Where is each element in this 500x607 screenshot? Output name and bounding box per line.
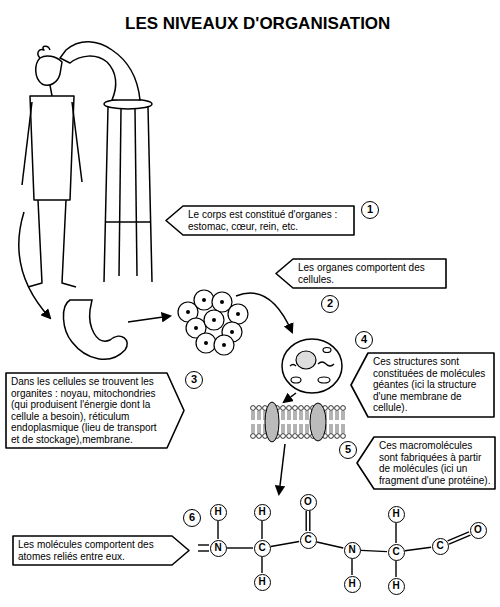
arrow-shape xyxy=(276,259,446,288)
atom-symbol: H xyxy=(344,576,361,593)
atom-symbol: O xyxy=(300,494,317,511)
chemical-bonds xyxy=(198,511,470,577)
bond-line xyxy=(261,521,262,539)
callout-number: 3 xyxy=(185,371,203,389)
arrow-shape xyxy=(357,437,495,489)
man-figure xyxy=(22,46,82,287)
bond-line xyxy=(395,561,396,577)
callout-arrow: Ces macromolécules sont fabriquées à par… xyxy=(356,436,496,490)
bond-line xyxy=(361,550,387,551)
bond-line xyxy=(227,547,253,548)
pouring-figure xyxy=(60,42,140,100)
callout-arrow: Dans les cellules se trouvent les organi… xyxy=(5,372,185,449)
bond-line xyxy=(261,557,262,573)
callout-text: Ces macromolécules sont fabriquées à par… xyxy=(356,436,496,490)
atom-symbol: C xyxy=(300,532,317,549)
atom-symbol: H xyxy=(254,574,271,591)
atom-symbol: H xyxy=(254,504,271,521)
flow-arrow xyxy=(19,212,296,494)
arrow-shape xyxy=(13,536,189,565)
callout-arrow: Le corps est constitué d'organes : estom… xyxy=(165,205,355,236)
arrow-shape xyxy=(351,353,494,417)
bond-line xyxy=(198,550,209,551)
callout-text: Ces structures sont constituées de moléc… xyxy=(350,352,495,418)
atom-symbol: N xyxy=(344,542,361,559)
bond-line xyxy=(217,521,218,539)
cell-membrane xyxy=(250,402,346,442)
callout-number: 4 xyxy=(355,331,373,349)
callout-arrow: Ces structures sont constituées de moléc… xyxy=(350,352,495,418)
callout-number: 1 xyxy=(361,201,379,219)
bond-line xyxy=(317,542,343,548)
atom-symbol: O xyxy=(470,522,487,539)
arrow-shape xyxy=(166,206,354,235)
bond-line xyxy=(198,544,209,545)
atom-symbol: N xyxy=(210,540,227,557)
atom-symbol: H xyxy=(388,578,405,595)
bond-line xyxy=(306,511,307,531)
atom-symbol: C xyxy=(388,544,405,561)
atom-symbol: H xyxy=(210,504,227,521)
bond-line xyxy=(309,511,310,531)
bond-line xyxy=(448,532,469,541)
bond-line xyxy=(351,559,352,575)
callout-text: Les molécules comportent des atomes reli… xyxy=(12,535,190,566)
callout-text: Dans les cellules se trouvent les organi… xyxy=(5,372,185,449)
cell-cluster xyxy=(178,290,248,355)
atom-symbol: C xyxy=(254,540,271,557)
callout-number: 5 xyxy=(339,441,357,459)
callout-arrow: Les organes comportent des cellules. xyxy=(275,258,447,289)
stomach xyxy=(63,300,127,359)
callout-number: 2 xyxy=(321,295,339,313)
bond-line xyxy=(395,523,396,543)
atom-symbol: H xyxy=(388,506,405,523)
stool xyxy=(104,99,152,282)
diagram-title: LES NIVEAUX D'ORGANISATION xyxy=(125,14,390,34)
arrow-shape xyxy=(6,373,184,448)
bond-line xyxy=(405,547,431,551)
callout-number: 6 xyxy=(183,509,201,527)
bond-line xyxy=(271,542,299,547)
atom-symbol: C xyxy=(432,538,449,555)
cell xyxy=(282,339,342,393)
callout-arrow: Les molécules comportent des atomes reli… xyxy=(12,535,190,566)
callout-text: Le corps est constitué d'organes : estom… xyxy=(165,205,355,236)
callout-text: Les organes comportent des cellules. xyxy=(275,258,447,289)
